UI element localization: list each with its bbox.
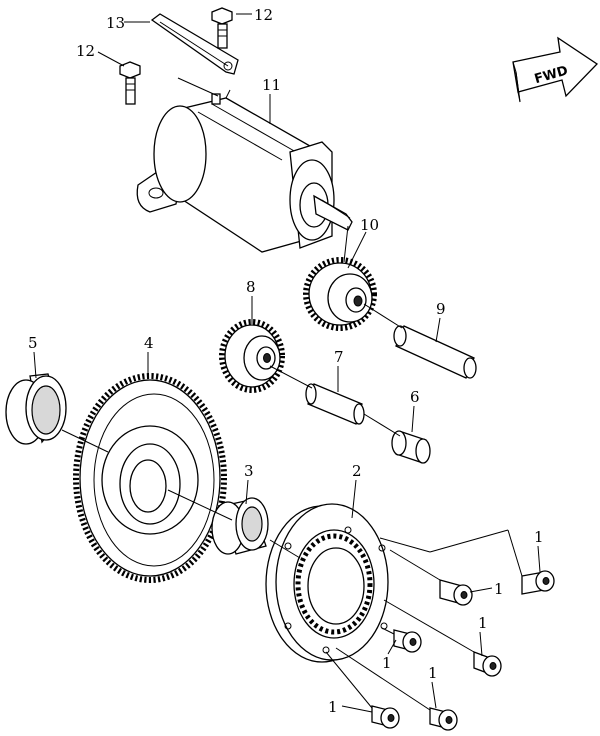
part-1-bolt-a (521, 570, 555, 595)
callout-1-a: 1 (534, 528, 544, 546)
part-2-one-way-clutch (265, 503, 389, 663)
assembly-axis-lines (61, 77, 523, 711)
part-10-idler-gear (303, 257, 377, 331)
part-12-bolt-left (119, 61, 141, 105)
callout-12-upper: 12 (254, 6, 273, 24)
part-9-shaft (393, 325, 477, 379)
part-1-bolt-e (371, 705, 400, 729)
callout-11: 11 (262, 76, 281, 94)
part-11-starter-motor (136, 89, 353, 253)
callout-1-e: 1 (428, 664, 438, 682)
part-5-bearing (5, 373, 67, 445)
part-7-shaft (305, 383, 365, 425)
part-6-bushing (391, 430, 431, 464)
callout-1-c: 1 (478, 614, 488, 632)
callout-1-b: 1 (494, 580, 504, 598)
callout-1-f: 1 (328, 698, 338, 716)
callout-7: 7 (334, 348, 344, 366)
callout-labels: 13 12 12 11 10 9 8 7 6 5 4 3 2 1 1 1 1 1… (28, 6, 544, 716)
part-1-bolt-c (393, 629, 422, 653)
callout-1-d: 1 (382, 654, 392, 672)
part-4-driven-gear (73, 373, 227, 583)
callout-8: 8 (246, 278, 256, 296)
callout-3: 3 (244, 462, 254, 480)
callout-5: 5 (28, 334, 38, 352)
leader-lines (33, 13, 541, 713)
callout-10: 10 (360, 216, 379, 234)
callout-2: 2 (352, 462, 362, 480)
part-8-reduction-gear (219, 319, 285, 393)
callout-4: 4 (144, 334, 154, 352)
part-13-bracket (150, 13, 239, 75)
part-12-bolt-upper (211, 7, 233, 49)
part-1-bolt-f (429, 707, 458, 731)
forward-direction-arrow: FWD (512, 36, 599, 103)
part-3-needle-bearing (211, 497, 269, 555)
callout-9: 9 (436, 300, 446, 318)
part-1-bolt-d (473, 651, 502, 677)
callout-12-left: 12 (76, 42, 95, 60)
part-1-bolt-b (439, 579, 473, 606)
callout-6: 6 (410, 388, 420, 406)
callout-13: 13 (106, 14, 125, 32)
